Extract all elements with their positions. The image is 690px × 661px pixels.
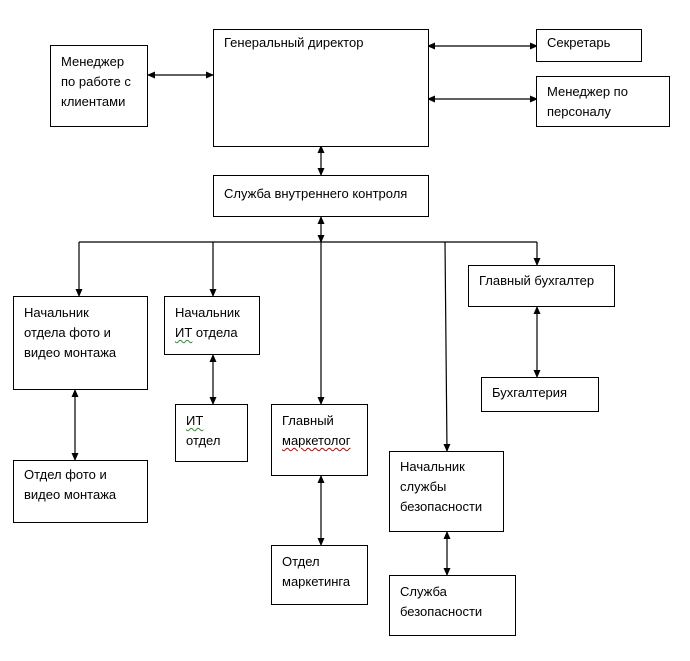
- it-head-box: Начальник ИТ отдела: [164, 296, 260, 355]
- photo-video-head-box: Начальник отдела фото и видео монтажа: [13, 296, 148, 390]
- hr-manager-box: Менеджер по персоналу: [536, 76, 670, 127]
- chief-marketer-box: Главный маркетолог: [271, 404, 368, 476]
- ceo-box: Генеральный директор: [213, 29, 429, 147]
- security-head-box: Начальник службы безопасности: [389, 451, 504, 532]
- chief-marketer-line2: маркетолог: [282, 433, 351, 448]
- secretary-box: Секретарь: [536, 29, 642, 62]
- internal-control-box: Служба внутреннего контроля: [213, 175, 429, 217]
- marketing-dept-box: Отдел маркетинга: [271, 545, 368, 605]
- arrow-bus-security-head: [443, 241, 451, 452]
- client-manager-box: Менеджер по работе с клиентами: [50, 45, 148, 127]
- it-head-line1: Начальник: [175, 305, 240, 320]
- chief-marketer-line1: Главный: [282, 413, 334, 428]
- it-head-line2: отдела: [192, 325, 238, 340]
- it-abbr-label: ИТ: [175, 325, 193, 340]
- security-service-box: Служба безопасности: [389, 575, 516, 636]
- accounting-box: Бухгалтерия: [481, 377, 599, 412]
- it-dept-line2: отдел: [186, 433, 221, 448]
- it-dept-box: ИТ отдел: [175, 404, 248, 462]
- it-dept-abbr: ИТ: [186, 413, 204, 428]
- photo-video-dept-box: Отдел фото и видео монтажа: [13, 460, 148, 523]
- chief-accountant-box: Главный бухгалтер: [468, 265, 615, 307]
